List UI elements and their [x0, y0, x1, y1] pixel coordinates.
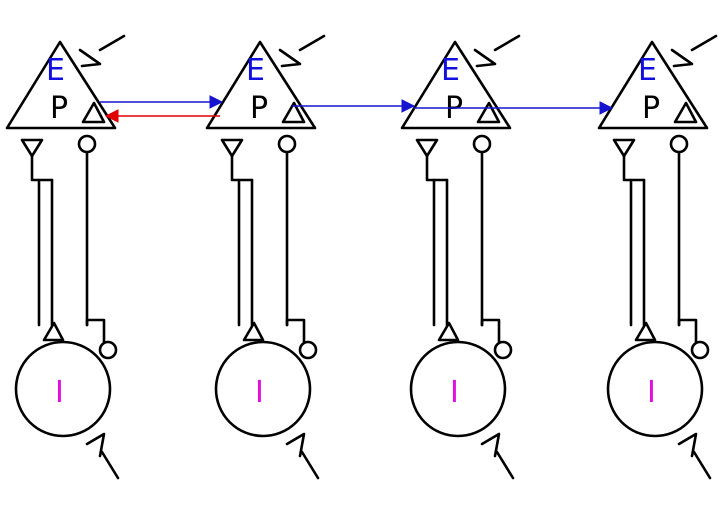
dendrite-line — [690, 34, 718, 52]
i-label: I — [647, 375, 656, 410]
output-synapse-stem — [230, 154, 254, 182]
interneuron-dendrite-synapse — [85, 432, 106, 458]
interneuron-dendrite-line — [300, 450, 320, 480]
interneuron-loop-line — [85, 318, 106, 345]
dendrite-line — [98, 34, 126, 52]
interneuron-loop-line — [480, 318, 501, 345]
dendrite-line — [493, 34, 521, 52]
interneuron-circle — [14, 340, 112, 438]
connection-arrowhead-2-to-3 — [401, 99, 416, 113]
pyramidal-cell-triangle — [597, 40, 709, 130]
dendrite-line — [298, 34, 326, 52]
interneuron-dendrite-synapse — [285, 432, 306, 458]
e-label: E — [441, 53, 460, 88]
interneuron-loop-line — [285, 318, 306, 345]
interneuron-dendrite-line — [692, 450, 712, 480]
interneuron-circle — [606, 340, 704, 438]
interneuron-input-triangle — [437, 321, 460, 342]
inhibitory-terminal-circle — [472, 134, 492, 154]
i-label: I — [55, 375, 64, 410]
dendrite-synapse-triangle — [278, 48, 302, 68]
interneuron-dendrite-synapse — [480, 432, 501, 458]
interneuron-terminal-circle — [98, 340, 118, 360]
e-label: E — [46, 53, 65, 88]
inner-synapse-triangle — [281, 101, 306, 124]
pyramidal-cell-triangle — [5, 40, 117, 130]
inner-synapse-triangle — [673, 101, 698, 124]
dendrite-synapse-triangle — [78, 48, 102, 68]
p-label: P — [50, 91, 68, 126]
output-synapse-triangle — [220, 138, 244, 158]
dendrite-synapse-triangle — [670, 48, 694, 68]
inhibitory-terminal-circle — [277, 134, 297, 154]
i-label: I — [255, 375, 264, 410]
output-synapse-triangle — [20, 138, 44, 158]
connection-arrowhead-2-to-1 — [104, 109, 119, 123]
module-4: EP I — [597, 34, 718, 480]
module-2: EP I — [205, 34, 326, 480]
output-synapse-stem — [30, 154, 54, 182]
p-label: P — [642, 91, 660, 126]
interneuron-input-triangle — [242, 321, 265, 342]
interneuron-terminal-circle — [493, 340, 513, 360]
inner-synapse-triangle — [476, 101, 501, 124]
output-synapse-stem — [622, 154, 646, 182]
connection-arrowhead-1-to-2 — [209, 95, 224, 109]
inhibitory-terminal-circle — [669, 134, 689, 154]
p-label: P — [250, 91, 268, 126]
interneuron-input-triangle — [42, 321, 65, 342]
interneuron-dendrite-synapse — [677, 432, 698, 458]
interneuron-input-triangle — [634, 321, 657, 342]
interneuron-loop-line — [677, 318, 698, 345]
interneuron-terminal-circle — [690, 340, 710, 360]
inner-synapse-triangle — [81, 101, 106, 124]
connection-arrowhead-3-to-4 — [599, 101, 614, 115]
pyramidal-cell-triangle — [205, 40, 317, 130]
module-3: EPI — [400, 34, 521, 480]
interneuron-circle — [214, 340, 312, 438]
interneuron-dendrite-line — [100, 450, 120, 480]
output-synapse-triangle — [415, 138, 439, 158]
module-1: EP I — [5, 34, 126, 480]
output-synapse-triangle — [612, 138, 636, 158]
inhibitory-terminal-circle — [77, 134, 97, 154]
dendrite-synapse-triangle — [473, 48, 497, 68]
pyramidal-cell-triangle — [400, 40, 512, 130]
e-label: E — [246, 53, 265, 88]
interneuron-terminal-circle — [298, 340, 318, 360]
e-label: E — [638, 53, 657, 88]
i-label: I — [450, 375, 459, 410]
output-synapse-stem — [425, 154, 449, 182]
interneuron-circle — [409, 340, 507, 438]
interneuron-dendrite-line — [495, 450, 515, 480]
